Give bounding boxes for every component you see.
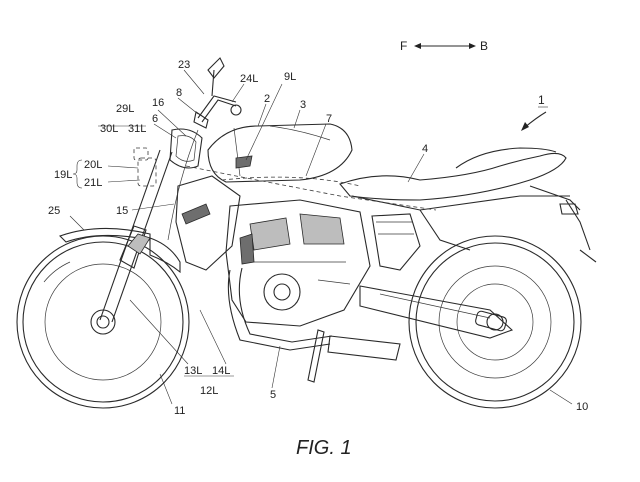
label-29L: 29L [116, 103, 134, 115]
label-11: 11 [174, 405, 185, 417]
fuel-line-dashed [185, 165, 437, 211]
label-7: 7 [326, 113, 332, 125]
brake-cable [167, 129, 199, 241]
label-25: 25 [48, 205, 60, 217]
exhaust [227, 267, 401, 361]
brace-19L [72, 159, 83, 189]
side-stand [307, 329, 325, 383]
radiator-shroud [175, 175, 241, 271]
label-4: 4 [422, 143, 428, 155]
label-8: 8 [176, 87, 182, 99]
headlight [169, 128, 203, 169]
engine [225, 199, 371, 327]
swingarm [359, 285, 514, 339]
label-13L: 13L [184, 365, 202, 377]
figure-caption: FIG. 1 [296, 437, 352, 459]
label-30L: 30L [100, 123, 118, 135]
label-19L: 19L [54, 169, 72, 181]
leader-lines [69, 69, 573, 405]
rear-truss [371, 213, 421, 271]
switch-box-dashed [133, 147, 157, 187]
label-3: 3 [300, 99, 306, 111]
label-14L: 14L [212, 365, 230, 377]
label-6: 6 [152, 113, 158, 125]
label-31L: 31L [128, 123, 146, 135]
rear-wheel [408, 235, 582, 409]
label-16: 16 [152, 97, 164, 109]
front-wheel [16, 235, 190, 409]
reference-labels: 23 24L 8 9L 2 3 7 29L 16 30L 31L 6 4 19L… [48, 59, 588, 417]
label-front: F [400, 39, 407, 53]
label-15: 15 [116, 205, 128, 217]
seat [339, 147, 567, 201]
label-21L: 21L [84, 177, 102, 189]
label-10: 10 [576, 401, 588, 413]
fuel-tank [207, 123, 353, 183]
label-5: 5 [270, 389, 276, 401]
handlebar [193, 57, 242, 129]
label-back: B [480, 39, 488, 53]
label-9L: 9L [284, 71, 296, 83]
label-1-group: 1 [521, 93, 548, 131]
label-24L: 24L [240, 73, 258, 85]
front-fork [99, 149, 181, 323]
label-20L: 20L [84, 159, 102, 171]
label-1: 1 [538, 93, 545, 107]
direction-indicator: F B [400, 39, 488, 53]
rear-frame [351, 185, 597, 263]
label-23: 23 [178, 59, 190, 71]
label-2: 2 [264, 93, 270, 105]
label-12L: 12L [200, 385, 218, 397]
